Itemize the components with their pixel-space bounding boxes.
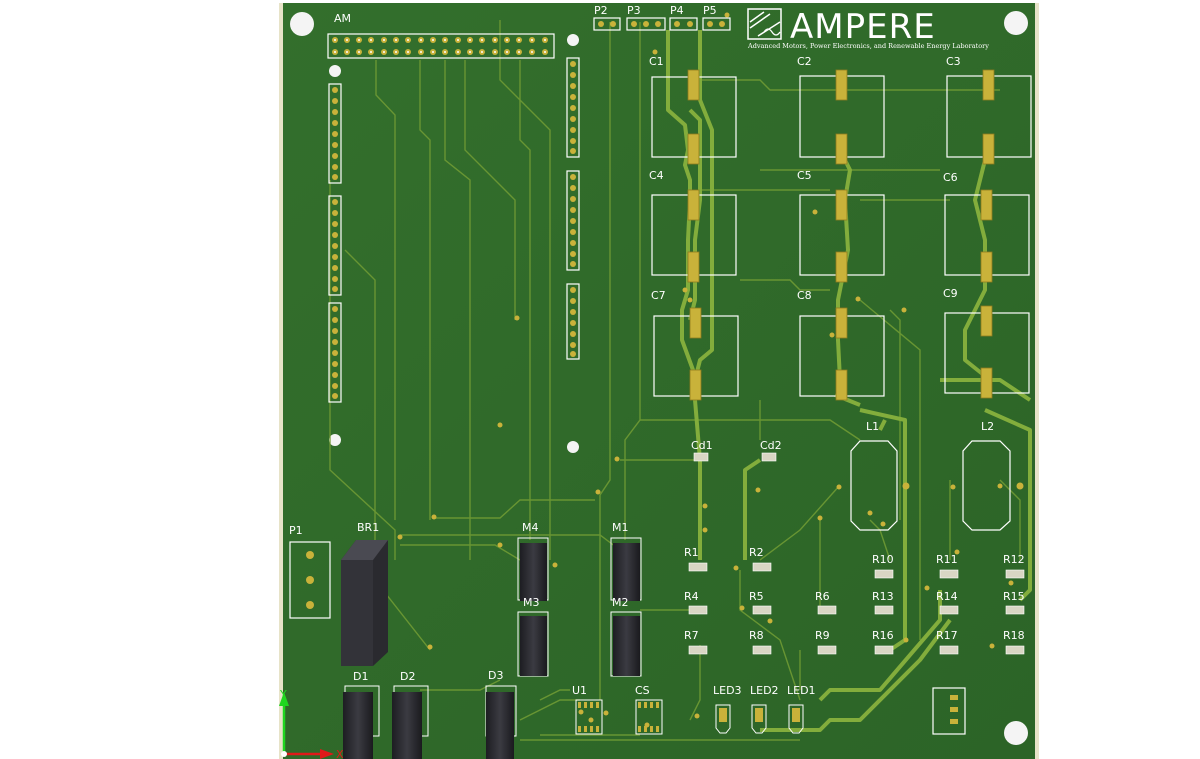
inductor-l2 bbox=[962, 440, 1024, 531]
label-c1: C1 bbox=[649, 55, 664, 68]
header-p2 bbox=[593, 17, 621, 31]
label-l2: L2 bbox=[981, 420, 994, 433]
label-r12: R12 bbox=[1003, 553, 1025, 566]
ic-u1 bbox=[575, 699, 603, 735]
label-r9: R9 bbox=[815, 629, 830, 642]
label-c6: C6 bbox=[943, 171, 958, 184]
label-u1: U1 bbox=[572, 684, 587, 697]
label-r5: R5 bbox=[749, 590, 764, 603]
label-r7: R7 bbox=[684, 629, 699, 642]
mounting-hole bbox=[290, 12, 314, 36]
header-p3 bbox=[626, 17, 666, 31]
label-p5: P5 bbox=[703, 4, 717, 17]
label-am: AM bbox=[334, 12, 351, 25]
label-c5: C5 bbox=[797, 169, 812, 182]
label-l1: L1 bbox=[866, 420, 879, 433]
header-p4 bbox=[669, 17, 698, 31]
label-led2: LED2 bbox=[750, 684, 779, 697]
diode-d3 bbox=[485, 685, 517, 759]
label-d2: D2 bbox=[400, 670, 415, 683]
label-m4: M4 bbox=[522, 521, 539, 534]
header-p5 bbox=[702, 17, 731, 31]
label-r10: R10 bbox=[872, 553, 894, 566]
label-r15: R15 bbox=[1003, 590, 1025, 603]
label-led1: LED1 bbox=[787, 684, 816, 697]
label-c9: C9 bbox=[943, 287, 958, 300]
mosfet-m3 bbox=[517, 611, 549, 677]
label-c7: C7 bbox=[651, 289, 666, 302]
connector-p1 bbox=[289, 541, 331, 619]
mounting-hole bbox=[1004, 721, 1028, 745]
mounting-hole bbox=[1004, 11, 1028, 35]
label-r2: R2 bbox=[749, 546, 764, 559]
capacitor-pads bbox=[687, 69, 995, 401]
label-cd2: Cd2 bbox=[760, 439, 782, 452]
label-r8: R8 bbox=[749, 629, 764, 642]
label-p4: P4 bbox=[670, 4, 684, 17]
label-c3: C3 bbox=[946, 55, 961, 68]
label-p1: P1 bbox=[289, 524, 303, 537]
label-c4: C4 bbox=[649, 169, 664, 182]
header-right-2 bbox=[566, 170, 580, 271]
mounting-hole bbox=[329, 65, 341, 77]
header-left-1 bbox=[328, 83, 342, 184]
label-m1: M1 bbox=[612, 521, 629, 534]
diode-d1 bbox=[343, 685, 380, 759]
label-m3: M3 bbox=[523, 596, 540, 609]
label-br1: BR1 bbox=[357, 521, 379, 534]
decoupling-pads bbox=[693, 452, 777, 462]
label-d3: D3 bbox=[488, 669, 503, 682]
header-left-2 bbox=[328, 195, 342, 296]
label-p2: P2 bbox=[594, 4, 608, 17]
logo-subtitle: Advanced Motors, Power Electronics, and … bbox=[747, 42, 989, 50]
label-r13: R13 bbox=[872, 590, 894, 603]
label-m2: M2 bbox=[612, 596, 629, 609]
header-right-1 bbox=[566, 57, 580, 158]
label-cs: CS bbox=[635, 684, 650, 697]
header-3pin bbox=[932, 687, 966, 735]
label-r16: R16 bbox=[872, 629, 894, 642]
label-p3: P3 bbox=[627, 4, 641, 17]
ampere-logo: AMPERE Advanced Motors, Power Electronic… bbox=[747, 7, 989, 50]
label-cd1: Cd1 bbox=[691, 439, 713, 452]
label-r18: R18 bbox=[1003, 629, 1025, 642]
mosfet-m1 bbox=[610, 537, 642, 601]
bridge-rectifier-br1 bbox=[341, 540, 388, 666]
ic-cs bbox=[635, 699, 663, 735]
header-right-3 bbox=[566, 283, 580, 360]
label-led3: LED3 bbox=[713, 684, 742, 697]
label-r11: R11 bbox=[936, 553, 958, 566]
inductor-l1 bbox=[850, 440, 910, 531]
resistor-pads bbox=[688, 562, 1025, 655]
logo-wordmark: AMPERE bbox=[790, 7, 936, 47]
mounting-hole bbox=[567, 441, 579, 453]
diode-d2 bbox=[392, 685, 429, 759]
label-c8: C8 bbox=[797, 289, 812, 302]
label-r1: R1 bbox=[684, 546, 699, 559]
label-d1: D1 bbox=[353, 670, 368, 683]
mounting-hole bbox=[329, 434, 341, 446]
mosfet-m4 bbox=[517, 537, 549, 601]
label-c2: C2 bbox=[797, 55, 812, 68]
header-am bbox=[327, 33, 555, 59]
origin-axes bbox=[279, 692, 334, 759]
axis-label-x: X bbox=[336, 748, 344, 759]
header-left-3 bbox=[328, 302, 342, 403]
axis-label-y: Y bbox=[279, 688, 287, 701]
mounting-hole bbox=[567, 34, 579, 46]
pcb-board bbox=[281, 3, 1038, 759]
label-r6: R6 bbox=[815, 590, 830, 603]
vias bbox=[397, 12, 1014, 728]
label-r4: R4 bbox=[684, 590, 699, 603]
label-r17: R17 bbox=[936, 629, 958, 642]
mosfet-m2 bbox=[610, 611, 642, 677]
label-r14: R14 bbox=[936, 590, 958, 603]
led-footprints bbox=[715, 704, 804, 734]
